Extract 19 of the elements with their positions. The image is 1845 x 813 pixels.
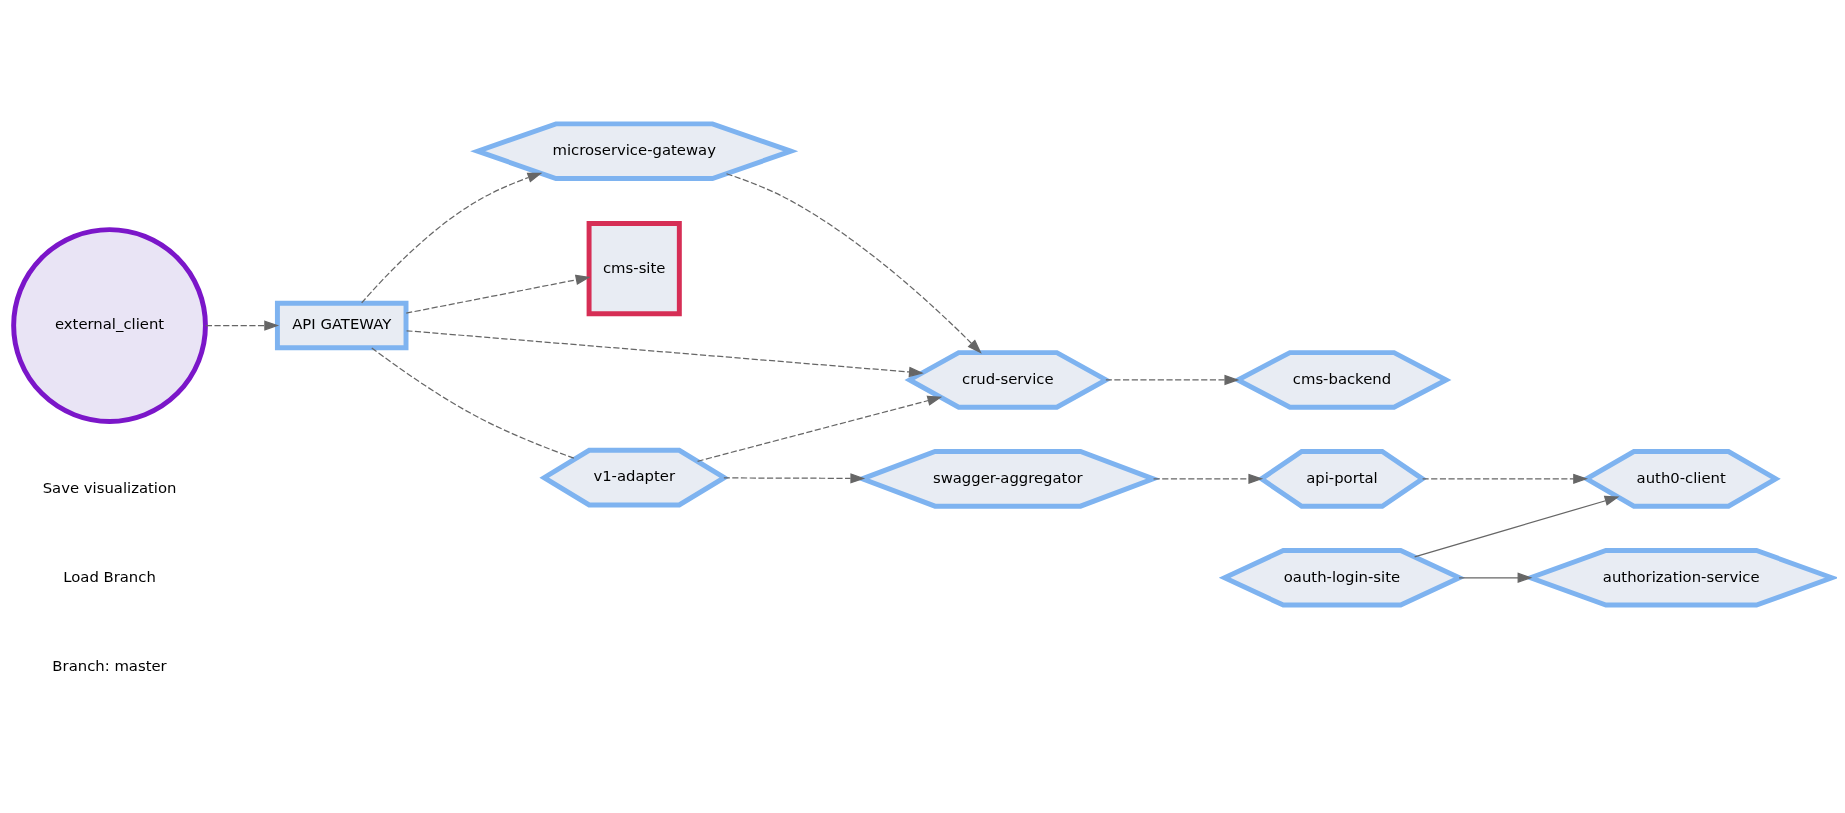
arrow [405,274,591,314]
label: Load Branch [63,567,156,585]
label: Save visualization [42,478,177,496]
arrow [361,172,543,304]
arrow [723,473,866,484]
connector [371,347,576,460]
arrow [205,320,280,331]
node-circle: external_client [11,227,208,424]
arrow [1458,572,1533,583]
arrow [1414,495,1620,558]
arrow [1152,473,1264,485]
node-box: API GATEWAY [274,300,409,351]
node-box: cms-site [586,221,682,317]
arrow [696,395,943,462]
label: Branch: master [52,656,167,674]
arrow [405,330,924,378]
arrow [725,173,982,354]
arrow [1105,374,1240,386]
arrow [1421,473,1589,485]
